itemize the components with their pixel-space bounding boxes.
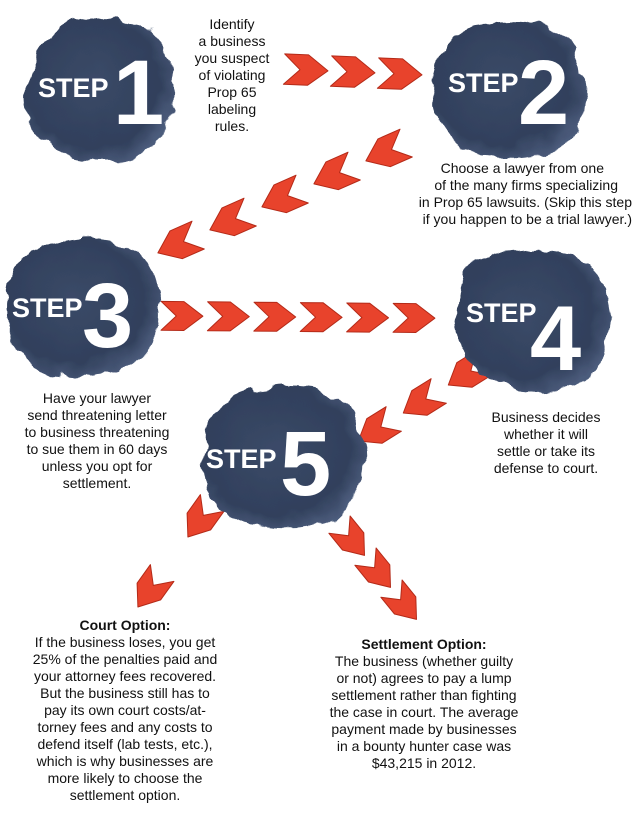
arrow-chevron: [282, 53, 329, 86]
court-option-line: your attorney fees recovered.: [33, 668, 217, 684]
court-option-line: pay its own court costs/at-: [44, 702, 206, 718]
step-5-blob: [202, 388, 366, 528]
arrow-chevron: [376, 57, 423, 90]
step-2-blob: [432, 20, 584, 158]
step-4-number: 4: [530, 288, 581, 390]
court-option-line: defend itself (lab tests, etc.),: [37, 736, 213, 752]
step-3-line: to business threatening: [24, 424, 170, 440]
arrow-chevron: [447, 350, 492, 388]
arrow-chevron: [329, 55, 376, 88]
step-4-badge: STEP 4: [457, 248, 609, 391]
step-3-line: Have your lawyer: [42, 390, 152, 406]
step-3-badge: STEP 3: [6, 236, 160, 377]
court-option-line: more likely to choose the: [47, 770, 203, 786]
arrow-chevron: [346, 302, 389, 333]
court-option-line: which is why businesses are: [36, 753, 214, 769]
step-3-description: Have your lawyer send threatening letter…: [14, 390, 180, 492]
court-option-line: 25% of the penalties paid and: [32, 651, 218, 667]
court-option-title: Court Option:: [79, 617, 171, 633]
step-5-number: 5: [280, 413, 331, 515]
court-option-line: But the business still has to: [40, 685, 210, 701]
arrow-chevron: [328, 515, 365, 556]
step-3-line: to sue them in 60 days: [26, 441, 168, 457]
arrow-chevron: [136, 564, 175, 608]
step-1-description: Identify a business you suspect of viola…: [180, 16, 284, 135]
step-2-line: if you happen to be a trial lawyer.): [422, 211, 632, 227]
settlement-option-line: payment made by businesses: [331, 721, 517, 737]
court-option-line: settlement option.: [69, 787, 181, 803]
step-1-line: labeling: [207, 101, 257, 117]
step-1-line: of violating: [198, 67, 266, 83]
arrow-chevron: [365, 128, 413, 168]
step-4-description: Business decides whether it will settle …: [476, 409, 616, 477]
settlement-option-line: settlement rather than fighting: [331, 687, 517, 703]
step-3-line: send threatening letter: [27, 407, 167, 423]
step-4-line: settle or take its: [496, 443, 596, 459]
arrow-chevron: [380, 579, 417, 620]
settlement-option-title: Settlement Option:: [361, 636, 487, 652]
step-1-word: STEP: [38, 73, 109, 103]
arrow-chevron: [209, 197, 257, 237]
arrow-chevron: [357, 406, 402, 444]
step-2-number: 2: [518, 42, 569, 144]
step-1-line: rules.: [214, 118, 250, 134]
settlement-option-line: The business (whether guilty: [334, 653, 514, 669]
court-option: Court Option: If the business loses, you…: [0, 617, 250, 804]
step-5-word: STEP: [206, 444, 277, 474]
arrow-chevron: [261, 174, 309, 214]
arrow-connectors: [136, 53, 492, 620]
step-4-blob: [457, 248, 609, 391]
arrow-chevron: [313, 151, 361, 191]
settlement-option-line: $43,215 in 2012.: [371, 755, 477, 771]
step-3-line: unless you opt for: [41, 458, 153, 474]
step-3-word: STEP: [12, 293, 83, 323]
arrow-chevron: [299, 302, 343, 333]
arrow-chevron: [160, 300, 204, 331]
step-1-line: Identify: [209, 16, 255, 32]
step-2-line: in Prop 65 lawsuits. (Skip this step: [418, 194, 632, 210]
step-2-line: Choose a lawyer from one: [440, 160, 604, 176]
step-3-number: 3: [82, 265, 133, 367]
step-1-badge: STEP 1: [26, 17, 174, 162]
arrow-chevron: [186, 494, 225, 538]
step-1-line: you suspect: [194, 50, 270, 66]
step-4-line: defense to court.: [493, 460, 599, 476]
court-option-line: torney fees and any costs to: [37, 719, 213, 735]
arrow-chevron: [157, 220, 205, 260]
step-1-number: 1: [113, 42, 164, 144]
step-4-line: Business decides: [491, 409, 601, 425]
step-5-badge: STEP 5: [202, 388, 366, 528]
settlement-option-line: or not) agrees to pay a lump: [336, 670, 512, 686]
arrow-chevron: [354, 547, 391, 588]
step-4-line: whether it will: [503, 426, 589, 442]
step-1-line: a business: [198, 33, 266, 49]
step-1-blob: [26, 17, 174, 162]
arrow-chevron: [253, 301, 297, 332]
settlement-option: Settlement Option: The business (whether…: [300, 636, 548, 772]
arrow-chevron: [402, 378, 447, 416]
step-2-word: STEP: [448, 68, 519, 98]
court-option-line: If the business loses, you get: [34, 634, 216, 650]
settlement-option-line: in a bounty hunter case was: [336, 738, 512, 754]
step-2-badge: STEP 2: [432, 20, 584, 158]
arrow-chevron: [392, 302, 436, 333]
step-2-line: of the many firms specializing: [434, 177, 618, 193]
step-4-word: STEP: [466, 298, 537, 328]
settlement-option-line: the case in court. The average: [329, 704, 519, 720]
arrow-chevron: [206, 301, 250, 332]
step-1-line: Prop 65: [207, 84, 257, 100]
step-3-blob: [6, 236, 160, 377]
step-2-description: Choose a lawyer from one of the many fir…: [376, 160, 632, 228]
step-3-line: settlement.: [62, 475, 132, 491]
